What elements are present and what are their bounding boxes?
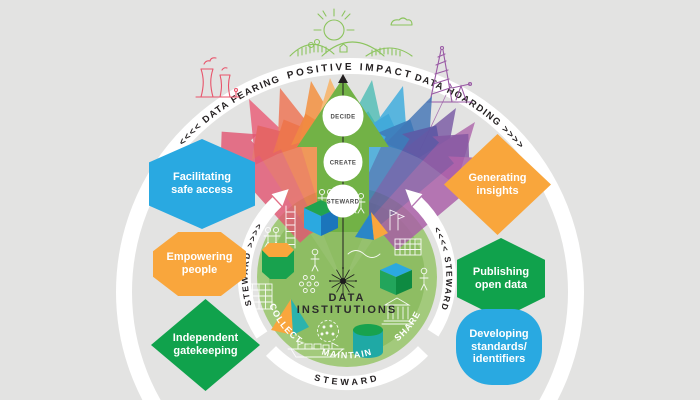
hex-prism-icon (262, 243, 294, 279)
container-ship-icon (287, 340, 345, 358)
fence-icon (394, 238, 422, 256)
benefit-label: Developing standards/ identifiers (469, 327, 529, 366)
arrowhead-icon (338, 74, 348, 83)
process-step-create: CREATE (330, 161, 357, 167)
process-step-steward: STEWARD (327, 200, 360, 206)
dandelion-icon (329, 267, 357, 295)
pyramid-icon (355, 212, 388, 240)
center-title-line2: INSTITUTIONS (297, 304, 397, 316)
oil-derrick-icon (419, 45, 473, 151)
wave-icon (347, 250, 381, 258)
benefit-empowering-people: Empowering people (153, 232, 246, 296)
benefit-developing-standards-identifiers: Developing standards/ identifiers (456, 309, 542, 385)
network-icon (299, 275, 319, 293)
flag-icon (389, 209, 406, 231)
bottom-ring-band (265, 346, 429, 391)
benefit-label: Generating insights (468, 171, 527, 197)
benefit-label: Publishing open data (472, 265, 530, 291)
factory-cooling-towers-icon (195, 57, 240, 98)
circular-arrow-icon (405, 189, 456, 337)
maintain-label: MAINTAIN (321, 347, 373, 361)
outer-ring (116, 58, 584, 400)
bank-icon (381, 297, 413, 325)
person-icon (419, 267, 429, 291)
pyramid-icon (271, 299, 309, 335)
benefit-label: Empowering people (166, 251, 233, 276)
process-steps: DECIDE CREATE STEWARD (322, 95, 364, 218)
cube-icon (380, 263, 412, 295)
steward-cycle-circle (269, 199, 425, 355)
benefit-label: Independent gatekeeping (172, 332, 239, 357)
cylinder-icon (353, 324, 383, 358)
sun-landscape-icon (289, 8, 413, 57)
people-icon (263, 226, 281, 248)
process-step-decide: DECIDE (330, 115, 355, 121)
dotted-sphere-icon (317, 320, 339, 342)
center-title-line1: DATA (329, 292, 366, 304)
person-icon (310, 248, 320, 272)
ladder-icon (285, 205, 296, 249)
benefit-label: Facilitating safe access (171, 171, 233, 196)
